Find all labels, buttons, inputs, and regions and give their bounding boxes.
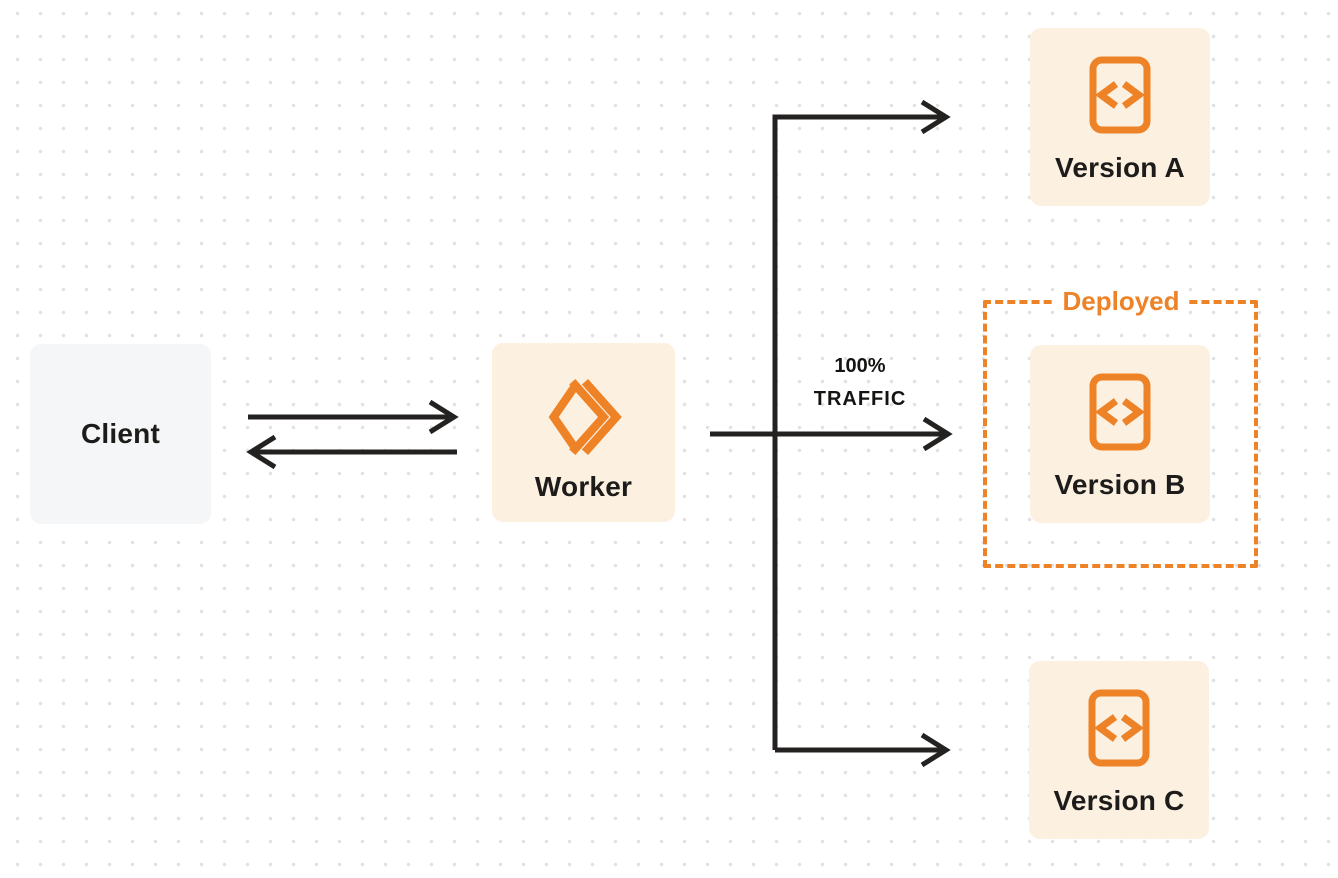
arrow-client-to-worker: [248, 399, 459, 435]
worker-label: Worker: [534, 470, 633, 502]
traffic-word: TRAFFIC: [813, 388, 907, 410]
client-node: Client: [30, 344, 211, 524]
code-file-icon: [1088, 689, 1150, 767]
version-a-node: Version A: [1030, 28, 1210, 206]
code-file-icon: [1089, 373, 1151, 451]
branch-to-version-a: [772, 99, 951, 750]
branch-to-version-c: [775, 732, 951, 768]
version-b-label: Version B: [1054, 469, 1186, 500]
deployed-tag: Deployed: [1054, 286, 1188, 317]
traffic-percent: 100%: [834, 355, 886, 377]
version-c-node: Version C: [1029, 661, 1209, 839]
worker-node: Worker: [492, 343, 675, 522]
client-label: Client: [81, 418, 160, 449]
code-file-icon: [1089, 56, 1151, 134]
version-b-node: Version B: [1030, 345, 1210, 523]
version-c-label: Version C: [1053, 785, 1185, 816]
workers-double-chevron-icon: [540, 373, 628, 461]
traffic-annotation: 100% TRAFFIC: [814, 350, 907, 416]
arrow-worker-to-client: [246, 434, 457, 470]
arrow-worker-to-version-b: [710, 416, 953, 452]
version-a-label: Version A: [1055, 152, 1185, 183]
